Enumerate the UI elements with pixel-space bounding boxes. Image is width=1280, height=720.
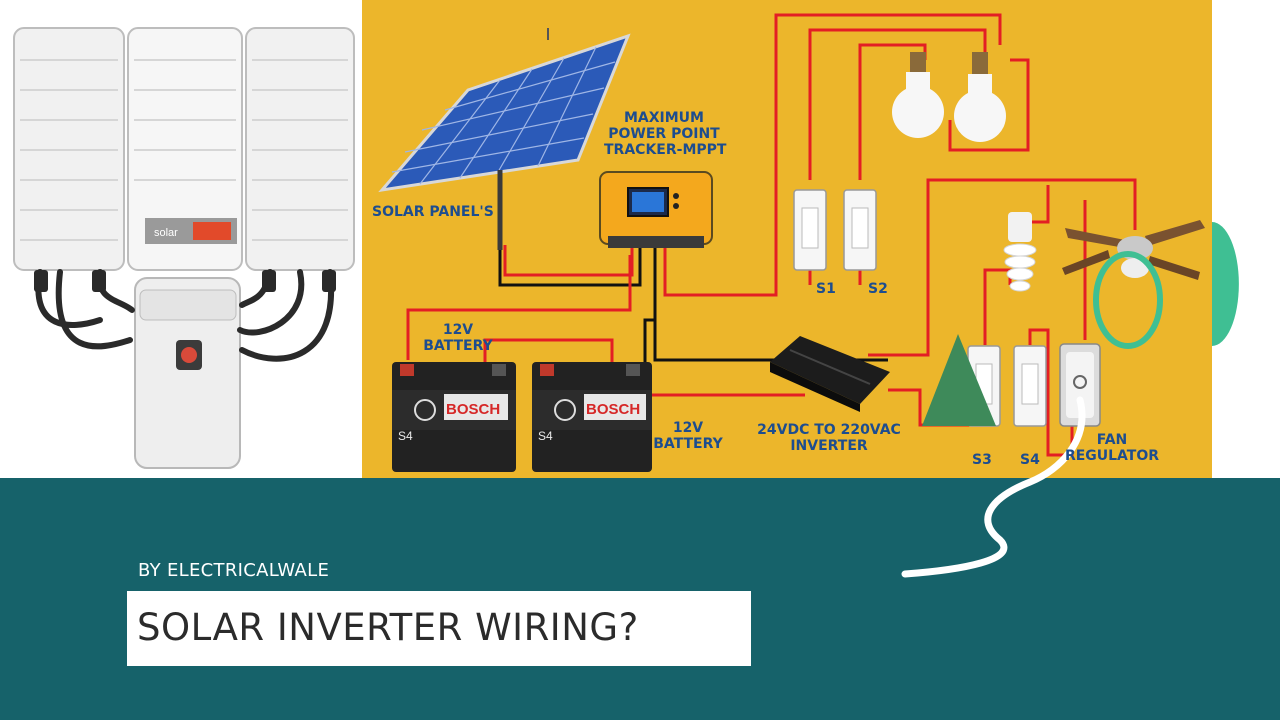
label-fan-regulator-line-2: REGULATOR xyxy=(1064,448,1160,464)
mppt-controller-graphic xyxy=(599,171,713,248)
label-battery-1-voltage: 12V xyxy=(442,322,474,338)
label-switch-s2: S2 xyxy=(868,281,888,297)
battery-1-brand: BOSCH xyxy=(446,401,500,418)
battery-1-model: S4 xyxy=(398,429,413,443)
label-inverter-line-2: INVERTER xyxy=(790,438,868,454)
label-inverter: 24VDC TO 220VAC INVERTER xyxy=(750,422,908,454)
solar-inverter-photo: solar xyxy=(13,27,355,469)
battery-2-brand: BOSCH xyxy=(586,401,640,418)
label-solar-panels: SOLAR PANEL'S xyxy=(372,204,494,220)
label-switch-s3: S3 xyxy=(972,452,992,468)
battery-2-model: S4 xyxy=(538,429,553,443)
inverter-logo-text: solar xyxy=(154,227,178,239)
label-battery-1-text: BATTERY xyxy=(423,338,493,354)
label-battery-1: 12V BATTERY xyxy=(418,322,498,354)
battery-2-graphic: BOSCH S4 xyxy=(532,362,652,472)
label-battery-2-text: BATTERY xyxy=(653,436,723,452)
battery-1-graphic: BOSCH S4 xyxy=(392,362,516,472)
led-bulbs-graphic xyxy=(892,52,1006,142)
green-triangle xyxy=(922,334,996,426)
dc-ac-inverter-graphic xyxy=(770,336,890,412)
title-box: SOLAR INVERTER WIRING? xyxy=(127,591,751,666)
label-switch-s4: S4 xyxy=(1020,452,1040,468)
switch-plates xyxy=(793,189,1101,427)
white-scribble xyxy=(901,396,1086,578)
solar-panel-graphic xyxy=(378,28,631,250)
label-fan-regulator: FAN REGULATOR xyxy=(1062,432,1162,464)
label-mppt: MAXIMUM POWER POINT TRACKER-MPPT xyxy=(604,110,727,158)
label-mppt-line-2: POWER POINT xyxy=(608,126,720,142)
slide-title: SOLAR INVERTER WIRING? xyxy=(137,606,639,649)
fan-highlight-ellipse xyxy=(1093,251,1163,349)
label-switch-s1: S1 xyxy=(816,281,836,297)
label-inverter-line-1: 24VDC TO 220VAC xyxy=(757,422,901,438)
label-fan-regulator-line-1: FAN xyxy=(1096,432,1128,448)
author-credit: BY ELECTRICALWALE xyxy=(138,560,330,581)
label-battery-2-voltage: 12V xyxy=(672,420,704,436)
label-mppt-line-3: TRACKER-MPPT xyxy=(604,142,727,158)
label-battery-2: 12V BATTERY xyxy=(648,420,728,452)
cfl-bulb-graphic xyxy=(1003,212,1037,292)
ceiling-fan-graphic xyxy=(1062,220,1205,280)
label-mppt-line-1: MAXIMUM xyxy=(623,110,704,126)
green-half-circle xyxy=(1212,222,1239,346)
